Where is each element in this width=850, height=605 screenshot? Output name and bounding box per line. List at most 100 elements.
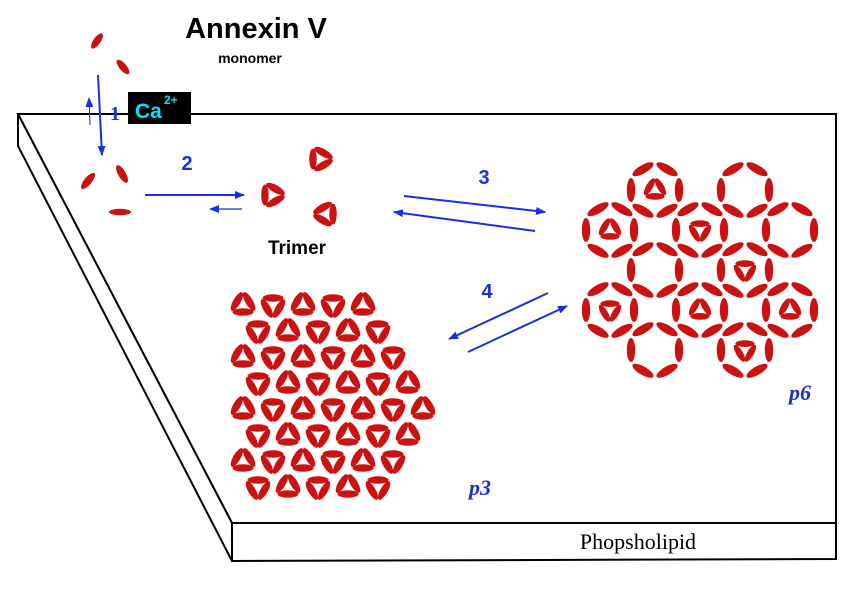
monomer-lobe [337,490,359,498]
monomer-lobe [313,213,332,227]
monomer-lobe [701,202,723,217]
monomer-lobe [581,218,591,242]
monomer-lobe [335,318,349,337]
monomer-lobe [277,438,299,446]
monomer-lobe [290,396,304,415]
monomer-lobe [322,450,344,458]
monomer-lobe [767,323,789,338]
monomer-lobe [320,403,334,422]
trimer [335,318,361,342]
monomer-lobe [292,464,314,472]
monomer-lobe [272,351,286,370]
monomer-lobe [332,299,346,318]
monomer-lobe [674,258,684,282]
monomer-lobe [722,322,744,337]
monomer-lobe [701,282,723,297]
monomer-lobe [287,474,301,493]
monomer-lobe [767,243,789,258]
monomer-lobe [332,403,346,422]
trimer [365,476,391,500]
trimer [778,298,802,320]
monomer-lobe [277,490,299,498]
monomer-lobe [275,474,289,493]
monomer-lobe [677,243,699,258]
monomer-lobe [632,162,654,177]
monomer-lobe [272,455,286,474]
trimer [320,346,346,370]
trimer [350,448,376,472]
monomer-lobe [262,346,284,354]
p6-lattice [581,162,819,378]
monomer-lobe [309,148,317,170]
monomer-lobe [688,224,701,242]
monomer-lobe [307,320,329,328]
trimer [688,220,712,242]
monomer-lobe [746,363,768,378]
monomer-lobe [275,318,289,337]
monomer-lobe [302,292,316,311]
monomer-lobe [257,481,271,500]
monomer-lobe [407,370,421,389]
step3-number: 3 [478,167,489,189]
monomer-lobe [320,299,334,318]
monomer-lobe [260,299,274,318]
monomer-lobe [645,193,665,200]
monomer-lobe [632,363,654,378]
monomer-lobe [242,292,256,311]
trimer [245,320,271,344]
monomer-lobe [701,243,723,258]
step4-arrow-to-p6 [467,305,568,353]
trimer [320,450,346,474]
monomer-lobe [733,344,746,362]
monomer-lobe [735,340,755,347]
monomer-lobe [764,258,774,282]
monomer-lobe [677,323,699,338]
monomer-lobe [380,351,394,370]
monomer-lobe [581,298,591,322]
monomer-lobe [317,377,331,396]
monomer-lobe [809,298,819,322]
p3-label: p3 [467,475,491,500]
monomer-lobe [232,360,254,368]
monomer-lobe [716,258,726,282]
trimer [290,344,316,368]
monomer-lobe [305,481,319,500]
monomer-lobe [230,396,244,415]
monomer-lobe [380,403,394,422]
monomer-lobe [367,372,389,380]
monomer-lobe [347,474,361,493]
monomer-lobe [245,377,259,396]
monomer-lobe [395,370,409,389]
trimer [230,292,256,316]
monomer-lobe [744,344,757,362]
monomer-lobe [290,448,304,467]
monomer-lobe [677,282,699,297]
monomer-lobe [809,218,819,242]
trimer [350,396,376,420]
monomer-lobe [656,162,678,177]
monomer-lobe [260,351,274,370]
monomer-lobe [305,429,319,448]
trimer [733,340,757,362]
monomer-lobe [260,455,274,474]
monomer-lobe [656,322,678,337]
monomer-lobe [292,360,314,368]
monomer-lobe [677,202,699,217]
monomer-lobe [380,455,394,474]
monomer-lobe [746,203,768,218]
p3-lattice [230,292,436,500]
trimer [305,320,331,344]
trimer [313,201,337,227]
monomer-lobe [247,372,269,380]
monomer-lobe [266,182,285,196]
monomer-lobe [382,450,404,458]
monomer-lobe [290,344,304,363]
trimer [365,372,391,396]
step4-arrow-to-p3 [448,292,549,340]
monomer-lobe [257,325,271,344]
monomer-lobe [242,396,256,415]
monomer-lobe [290,292,304,311]
monomer-lobe [245,481,259,500]
trimer [380,450,406,474]
